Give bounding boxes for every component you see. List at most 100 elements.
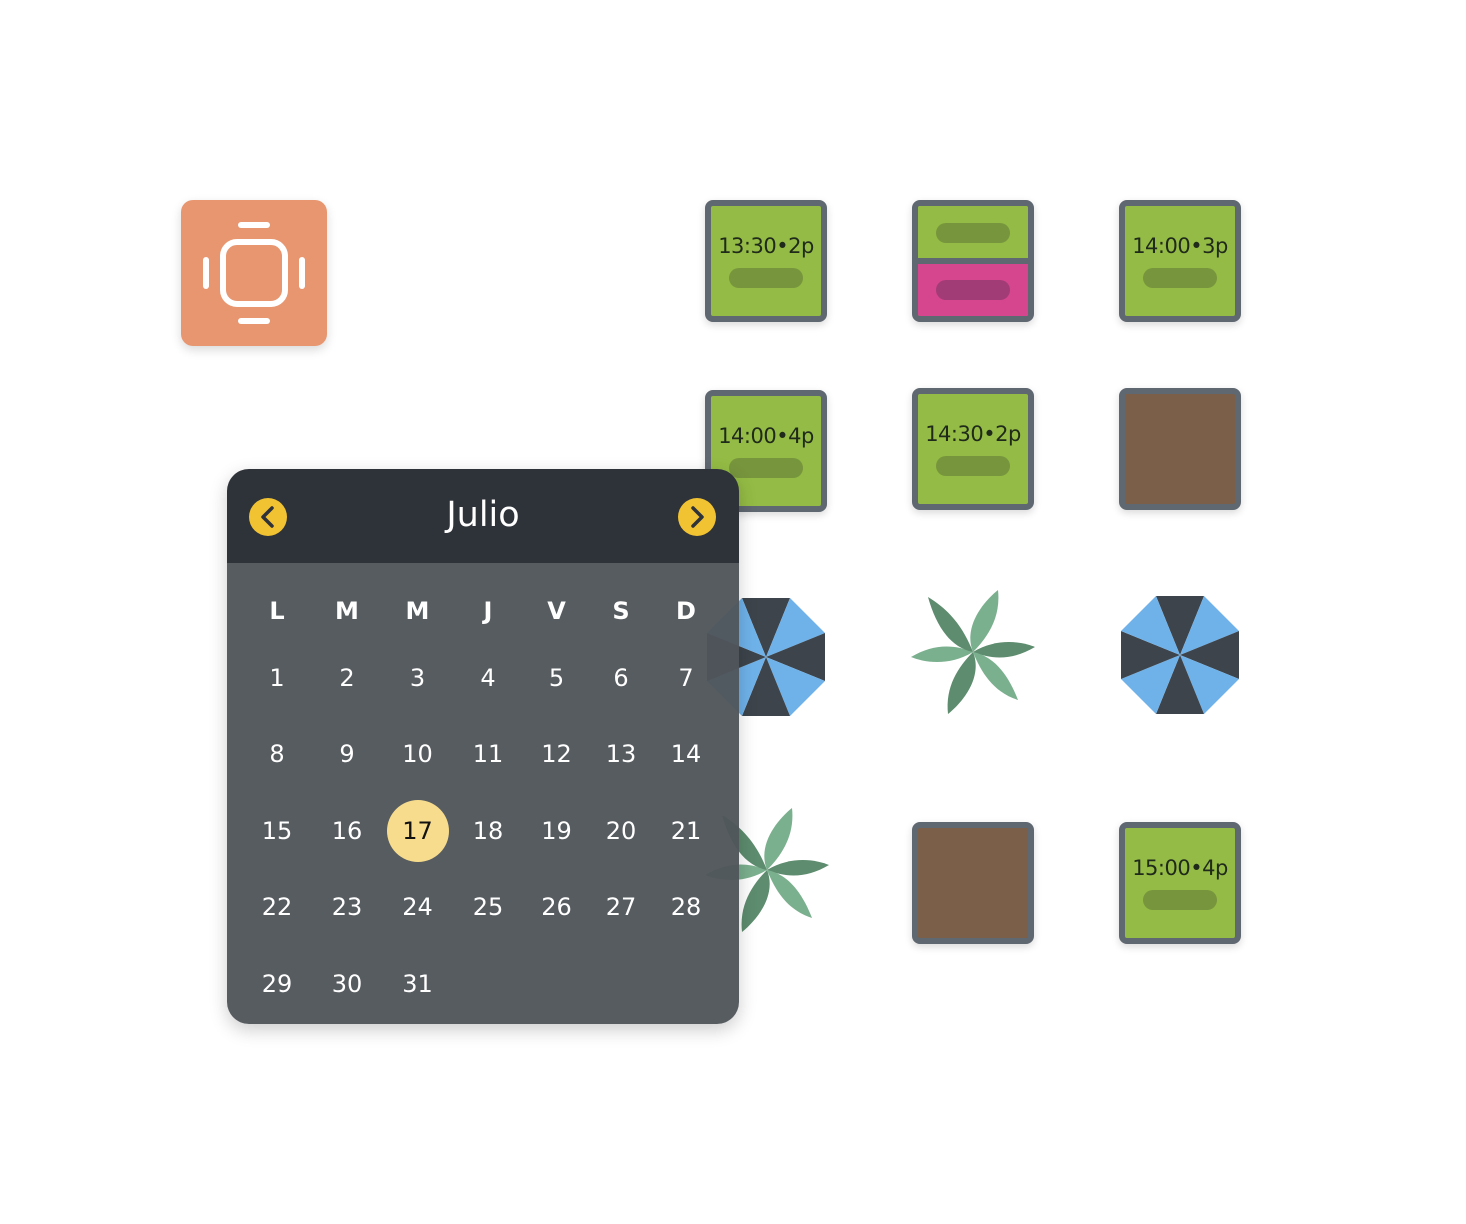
day-number: 21	[670, 816, 702, 845]
day-cell[interactable]: 23	[312, 869, 382, 946]
chevron-left-icon	[261, 506, 274, 528]
day-number: 11	[472, 740, 504, 769]
weekday-label: M	[335, 597, 359, 625]
day-number: 25	[472, 893, 504, 922]
tile-bar	[936, 456, 1010, 476]
day-number: 7	[678, 663, 694, 692]
day-cell[interactable]: 19	[523, 793, 590, 870]
plant-icon	[911, 590, 1035, 714]
day-cell[interactable]: 14	[652, 716, 720, 793]
table-tile[interactable]: 13:30•2p	[705, 200, 827, 322]
day-cell[interactable]: 31	[382, 946, 453, 1023]
day-number: 22	[261, 893, 293, 922]
day-cell[interactable]: 30	[312, 946, 382, 1023]
day-number: 17	[386, 799, 449, 862]
day-number: 20	[605, 816, 637, 845]
day-cell[interactable]: 20	[590, 793, 652, 870]
tile-bar	[729, 268, 803, 288]
umbrella-icon	[1121, 596, 1239, 714]
day-cell[interactable]: 21	[652, 793, 720, 870]
tile-bar	[936, 223, 1010, 243]
day-cell[interactable]: 2	[312, 640, 382, 717]
next-month-button[interactable]	[678, 498, 716, 536]
day-number: 1	[269, 663, 285, 692]
tile-time: 14:30•2p	[925, 422, 1021, 446]
day-cell[interactable]: 26	[523, 869, 590, 946]
tile-bottom	[918, 264, 1028, 316]
weekday-label: D	[676, 597, 696, 625]
day-cell[interactable]: 4	[453, 640, 523, 717]
weekday-label: M	[405, 597, 430, 625]
tile-time: 14:00•3p	[1132, 234, 1228, 258]
tile-bar	[936, 280, 1010, 300]
day-cell[interactable]: 1	[242, 640, 312, 717]
table-tile[interactable]: 14:00•3p	[1119, 200, 1241, 322]
day-number: 29	[261, 969, 293, 998]
day-number: 5	[548, 663, 565, 692]
day-cell[interactable]: 9	[312, 716, 382, 793]
day-number: 2	[339, 663, 355, 692]
weekday-label: V	[547, 597, 566, 625]
day-number: 28	[670, 893, 702, 922]
day-number: 13	[605, 740, 637, 769]
day-cell[interactable]: 13	[590, 716, 652, 793]
soil-tile[interactable]	[912, 822, 1034, 944]
day-number: 15	[261, 816, 293, 845]
day-cell[interactable]: 27	[590, 869, 652, 946]
weekday-label: J	[483, 597, 493, 625]
day-cell[interactable]: 12	[523, 716, 590, 793]
day-number: 9	[339, 740, 355, 769]
calendar-header: Julio	[227, 469, 739, 563]
table-tile[interactable]: 15:00•4p	[1119, 822, 1241, 944]
table-tile-split[interactable]	[912, 200, 1034, 322]
tile-bar	[1143, 268, 1217, 288]
tile-time: 13:30•2p	[718, 234, 814, 258]
day-cell[interactable]: 11	[453, 716, 523, 793]
tile-bar	[729, 458, 803, 478]
day-cell[interactable]: 18	[453, 793, 523, 870]
day-number: 10	[402, 740, 433, 769]
day-cell[interactable]: 16	[312, 793, 382, 870]
tile-bar	[1143, 890, 1217, 910]
weekday-label: S	[612, 597, 630, 625]
day-number: 18	[472, 816, 504, 845]
day-number: 4	[480, 663, 496, 692]
day-number: 31	[402, 969, 433, 998]
tile-top	[918, 206, 1028, 258]
day-cell[interactable]: 15	[242, 793, 312, 870]
chevron-right-icon	[691, 506, 704, 528]
day-cell[interactable]: 6	[590, 640, 652, 717]
day-cell-selected[interactable]: 17	[382, 793, 453, 870]
day-number: 24	[402, 893, 433, 922]
soil-tile[interactable]	[1119, 388, 1241, 510]
day-cell[interactable]: 5	[523, 640, 590, 717]
day-cell[interactable]: 29	[242, 946, 312, 1023]
watch-icon	[203, 222, 305, 324]
day-number: 30	[331, 969, 363, 998]
day-cell[interactable]: 7	[652, 640, 720, 717]
tile-divider	[918, 258, 1028, 264]
day-number: 23	[331, 893, 363, 922]
day-number: 19	[541, 816, 572, 845]
day-cell[interactable]: 10	[382, 716, 453, 793]
day-cell[interactable]: 3	[382, 640, 453, 717]
day-cell[interactable]: 24	[382, 869, 453, 946]
prev-month-button[interactable]	[249, 498, 287, 536]
day-number: 3	[409, 663, 426, 692]
tile-time: 14:00•4p	[718, 424, 814, 448]
day-cell[interactable]: 8	[242, 716, 312, 793]
day-cell[interactable]: 22	[242, 869, 312, 946]
weekday-label: L	[269, 597, 285, 625]
day-cell[interactable]: 25	[453, 869, 523, 946]
day-number: 26	[541, 893, 572, 922]
day-cell[interactable]: 28	[652, 869, 720, 946]
day-number: 12	[541, 740, 572, 769]
day-number: 27	[605, 893, 637, 922]
day-number: 16	[331, 816, 363, 845]
table-tile[interactable]: 14:30•2p	[912, 388, 1034, 510]
app-icon[interactable]	[181, 200, 327, 346]
day-number: 14	[670, 740, 702, 769]
month-title: Julio	[446, 495, 520, 535]
